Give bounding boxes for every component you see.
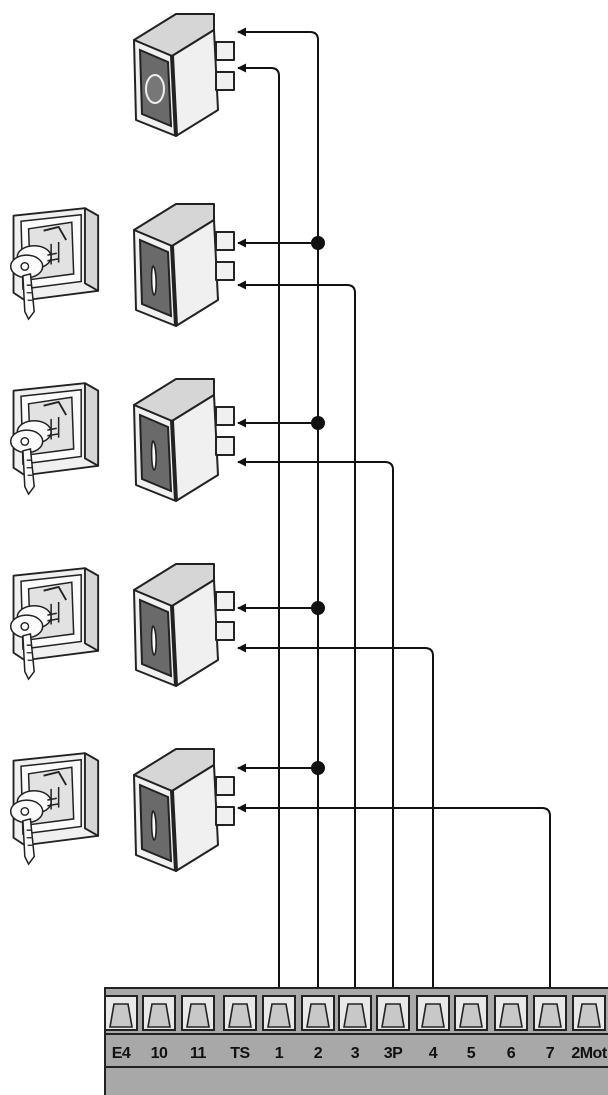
terminal-3p[interactable]: 3P	[376, 995, 410, 1062]
wire-signal-to-3	[237, 280, 360, 997]
terminal-e4[interactable]: E4	[104, 995, 138, 1062]
key-selector-icon	[9, 752, 100, 866]
terminal-label: 2	[314, 1045, 323, 1062]
pushbutton-icon	[132, 562, 236, 688]
terminal-label: 2Mot	[571, 1045, 608, 1062]
terminal-label: 4	[429, 1045, 438, 1062]
terminal-label: 6	[507, 1045, 516, 1062]
terminal-4[interactable]: 4	[416, 995, 450, 1062]
terminal-2mot[interactable]: 2Mot	[571, 995, 608, 1062]
terminal-1[interactable]: 1	[262, 995, 296, 1062]
junction-dot	[311, 601, 325, 615]
terminal-label: E4	[112, 1045, 131, 1062]
junction-dot	[311, 236, 325, 250]
wire-signal-to-7	[237, 803, 555, 997]
wiring	[237, 27, 555, 997]
wire-stop-to-1	[237, 63, 284, 997]
terminal-label: 7	[546, 1045, 555, 1062]
key-selector-icon	[9, 207, 100, 321]
terminal-7[interactable]: 7	[533, 995, 567, 1062]
terminal-2[interactable]: 2	[301, 995, 335, 1062]
command-stations	[9, 202, 236, 873]
terminal-label: 3	[351, 1045, 360, 1062]
terminal-3[interactable]: 3	[338, 995, 372, 1062]
wire-signal-to-4	[237, 643, 438, 997]
key-selector-icon	[9, 567, 100, 681]
pushbutton-icon	[132, 747, 236, 873]
terminal-label: 3P	[384, 1045, 403, 1062]
terminal-label: 1	[275, 1045, 284, 1062]
junction-dot	[311, 416, 325, 430]
terminal-label: 11	[190, 1045, 207, 1062]
terminal-block: E4 10 11 TS 1 2 3 3P 4 5 6 7 2Mot	[104, 987, 608, 1095]
pushbutton-icon	[132, 202, 236, 328]
stop-pushbutton-icon	[132, 12, 236, 138]
key-selector-icon	[9, 382, 100, 496]
terminal-6[interactable]: 6	[494, 995, 528, 1062]
terminal-11[interactable]: 11	[181, 995, 215, 1062]
wire-signal-to-3p	[237, 457, 398, 997]
junction-dot	[311, 761, 325, 775]
wire-stop-to-2	[237, 27, 323, 997]
terminal-5[interactable]: 5	[454, 995, 488, 1062]
terminal-ts[interactable]: TS	[223, 995, 257, 1062]
terminal-10[interactable]: 10	[142, 995, 176, 1062]
pushbutton-icon	[132, 377, 236, 503]
terminal-label: 10	[151, 1045, 168, 1062]
terminal-label: 5	[467, 1045, 476, 1062]
terminal-label: TS	[230, 1045, 250, 1062]
